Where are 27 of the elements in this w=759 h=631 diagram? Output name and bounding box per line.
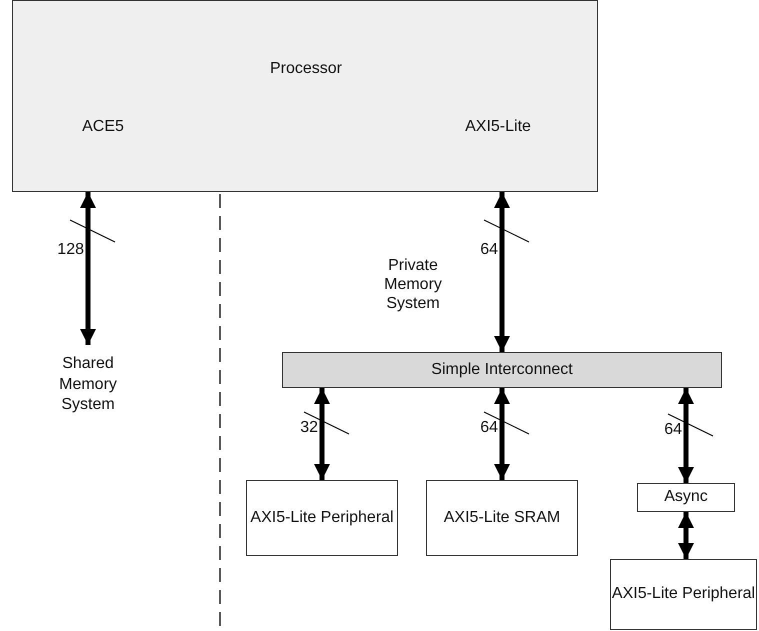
bus-width-label: 32	[300, 418, 318, 438]
port-label: ACE5	[81, 117, 125, 137]
memory-box	[426, 480, 578, 556]
bus-width-label: 128	[57, 240, 84, 260]
memory-label: Private Memory System	[383, 256, 443, 314]
bidirectional-arrow	[314, 388, 330, 480]
bidirectional-arrow	[494, 388, 510, 480]
bus-width-label: 64	[480, 418, 498, 438]
bidirectional-arrow	[80, 192, 96, 345]
bidirectional-arrow	[494, 192, 510, 352]
block-label: Simple Interconnect	[431, 360, 573, 380]
port-label: AXI5-Lite	[464, 117, 532, 137]
bridge-box	[637, 483, 735, 512]
bidirectional-arrow	[678, 388, 694, 483]
processor-box	[12, 0, 598, 192]
block-label: AXI5-Lite Peripheral	[612, 584, 756, 604]
block-title: Processor	[268, 59, 344, 79]
peripheral-box	[246, 480, 398, 556]
interconnect-bar	[282, 352, 722, 388]
block-label: AXI5-Lite Peripheral	[250, 508, 394, 528]
block-label: Async	[664, 487, 708, 508]
peripheral-box	[610, 559, 757, 630]
bidirectional-arrow	[678, 512, 694, 559]
bus-width-label: 64	[480, 240, 498, 260]
block-label: AXI5-Lite SRAM	[444, 508, 560, 528]
bus-width-label: 64	[664, 420, 682, 440]
memory-label: Shared Memory System	[58, 354, 118, 416]
